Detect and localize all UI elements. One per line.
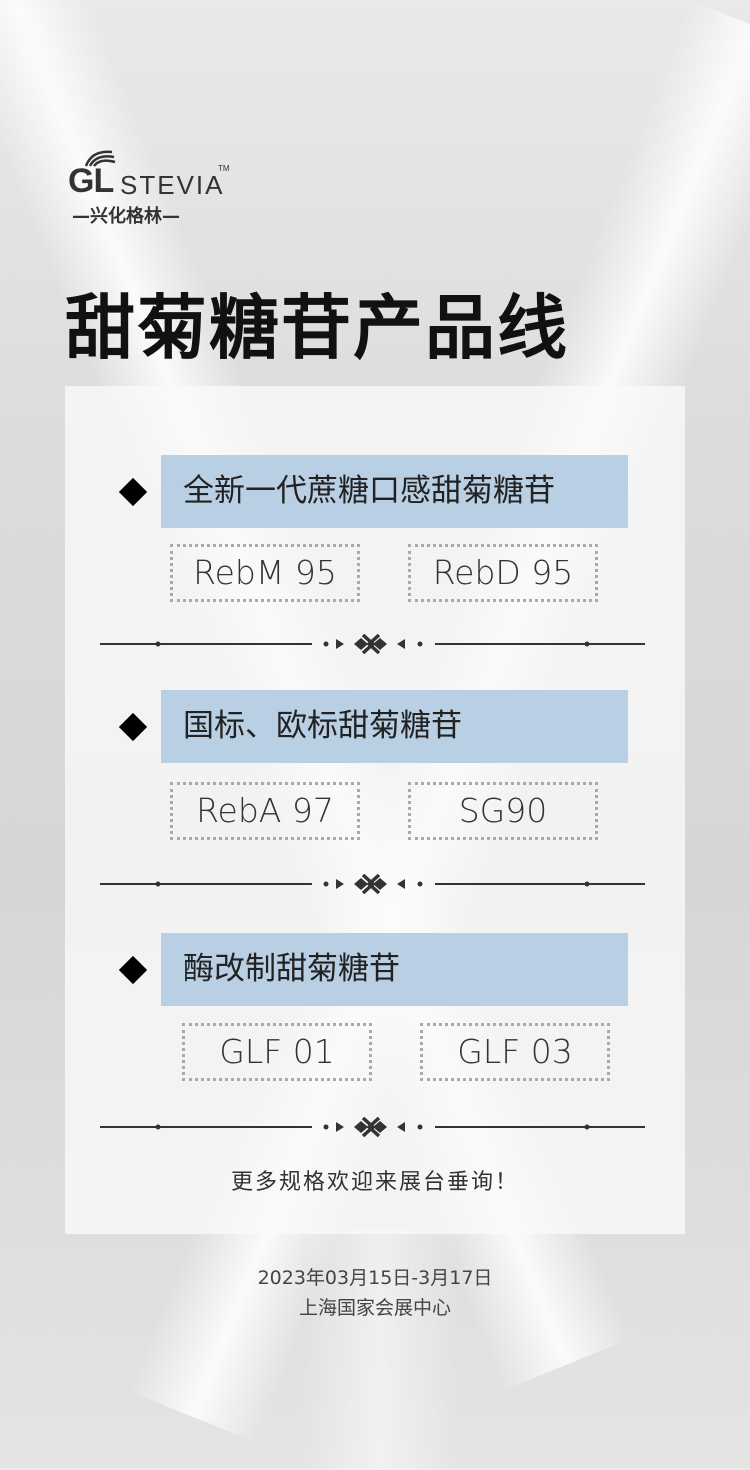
product-tag: RebA 97	[170, 782, 360, 840]
product-tag: RebM 95	[170, 544, 360, 602]
leaf-icon	[84, 150, 116, 167]
logo-brand: STEVIA	[120, 170, 225, 200]
logo-tm: TM	[218, 164, 230, 173]
product-tag: RebD 95	[408, 544, 598, 602]
ornament-divider	[100, 1117, 645, 1137]
brand-logo: GL STEVIA TM —兴化格林—	[68, 150, 238, 227]
event-venue: 上海国家会展中心	[298, 1297, 451, 1319]
product-tag: SG90	[408, 782, 598, 840]
section-heading: 国标、欧标甜菊糖苷	[161, 690, 628, 763]
ornament-divider	[100, 634, 645, 654]
ornament-divider	[100, 874, 645, 894]
event-date: 2023年03月15日-3月17日	[257, 1267, 493, 1289]
light-beam	[300, 1230, 460, 1470]
logo-gl: GL	[68, 162, 114, 200]
section-heading: 酶改制甜菊糖苷	[161, 933, 628, 1006]
logo-cn: —兴化格林—	[72, 206, 180, 227]
footer-note: 更多规格欢迎来展台垂询！	[230, 1170, 519, 1195]
section-heading: 全新一代蔗糖口感甜菊糖苷	[161, 455, 628, 528]
product-tag: GLF 01	[182, 1023, 372, 1081]
product-tag: GLF 03	[420, 1023, 610, 1081]
page-title: 甜菊糖苷产品线	[65, 286, 569, 369]
